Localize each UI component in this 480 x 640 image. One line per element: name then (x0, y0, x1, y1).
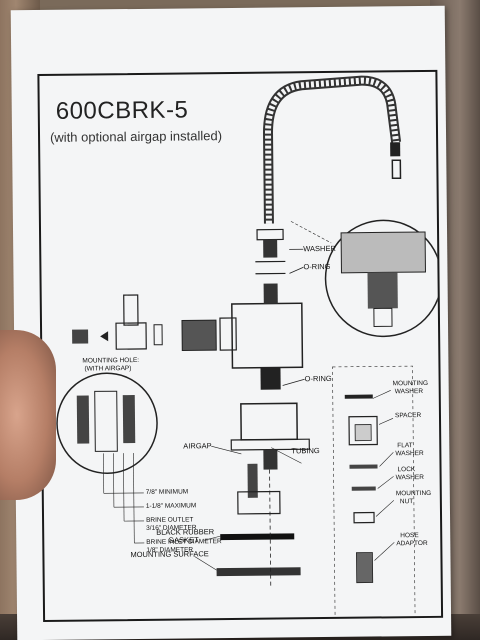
surface-leader (194, 556, 217, 571)
mount-post-left (76, 395, 90, 444)
label-black-rubber-2: GASKET (168, 535, 199, 545)
spout-outer (263, 75, 402, 224)
oring-leader-mid (282, 378, 305, 386)
detail-circle-mounting (56, 372, 158, 475)
airgap-stem (263, 449, 278, 470)
brine-inlet-leader (133, 453, 135, 544)
label-washer: WASHER (303, 243, 336, 254)
body-left-port (219, 317, 237, 351)
detail-body-upper (340, 231, 426, 274)
label-tubing: TUBING (291, 446, 320, 456)
lower-stem (260, 367, 281, 390)
mounting-nut (353, 511, 375, 524)
faucet-exploded-diagram (56, 75, 442, 620)
gasket-leader (204, 535, 221, 541)
mount-core (94, 390, 118, 452)
label-max: 1-1/8" MAXIMUM (145, 502, 197, 510)
spout-inner (265, 77, 400, 224)
label-mounting-washer-2: WASHER (394, 387, 424, 396)
instruction-sheet: 600CBRK-5 (with optional airgap installe… (10, 5, 452, 640)
diagram-title: 600CBRK-5 (55, 96, 189, 125)
tubing-leader (271, 447, 302, 464)
hose-adaptor (356, 552, 374, 584)
label-airgap: AIRGAP (183, 441, 212, 451)
center-line (269, 469, 272, 586)
faucet-body (231, 302, 304, 369)
handle-lever (123, 294, 139, 326)
body-top-port (263, 283, 278, 304)
label-mounting-nut-1: MOUNTING (395, 489, 432, 498)
label-hose-adaptor-2: ADAPTOR (396, 539, 428, 548)
airgap-leader (211, 445, 242, 455)
upper-stem (263, 239, 278, 258)
arrow-icon (100, 331, 109, 342)
label-o-ring-top: O-RING (303, 261, 331, 272)
airgap-fitting (237, 490, 281, 515)
cartridge (181, 319, 217, 352)
handle-washer (153, 324, 163, 346)
aerator (391, 159, 402, 180)
label-lock-washer-2: WASHER (395, 473, 424, 482)
handle-screw (72, 329, 89, 344)
detail-thread-upper (367, 272, 398, 309)
upper-nut (256, 228, 284, 241)
label-o-ring-mid: O-RING (304, 373, 332, 384)
mounting-surface-hatch (216, 567, 301, 577)
black-rubber-gasket (220, 533, 295, 541)
handle-base (115, 322, 147, 350)
max-leader (113, 453, 115, 508)
label-flat-washer-1: FLAT (397, 442, 413, 450)
mount-post-right (122, 395, 136, 444)
spacer (348, 415, 378, 446)
label-lock-washer-1: LOCK (397, 466, 416, 474)
oring-leader-top (289, 266, 304, 274)
brine-outlet-leader (123, 453, 125, 522)
label-min: 7/8" MINIMUM (145, 488, 189, 496)
label-hose-adaptor-1: HOSE (400, 532, 419, 540)
label-spacer: SPACER (394, 412, 422, 420)
spacer-core (354, 424, 372, 442)
label-flat-washer-2: WASHER (395, 449, 424, 458)
airgap-body (240, 402, 298, 441)
label-mounting-surface: MOUNTING SURFACE (130, 549, 209, 560)
detail-circle-upper (324, 219, 442, 338)
detail-stem-upper (373, 307, 393, 328)
diagram-subtitle: (with optional airgap installed) (49, 128, 223, 145)
diagram-frame: 600CBRK-5 (with optional airgap installe… (37, 69, 444, 622)
airgap-tube (247, 463, 258, 498)
mounting-washer (344, 394, 373, 399)
hardware-box (332, 365, 416, 620)
flat-washer (349, 464, 378, 469)
lock-washer (351, 486, 376, 491)
label-with-airgap: (WITH AIRGAP) (84, 365, 132, 373)
thumb (0, 330, 56, 500)
label-mounting-nut-2: NUT (399, 498, 414, 506)
spout-tip (390, 142, 401, 157)
detail-leader-upper (290, 221, 332, 244)
